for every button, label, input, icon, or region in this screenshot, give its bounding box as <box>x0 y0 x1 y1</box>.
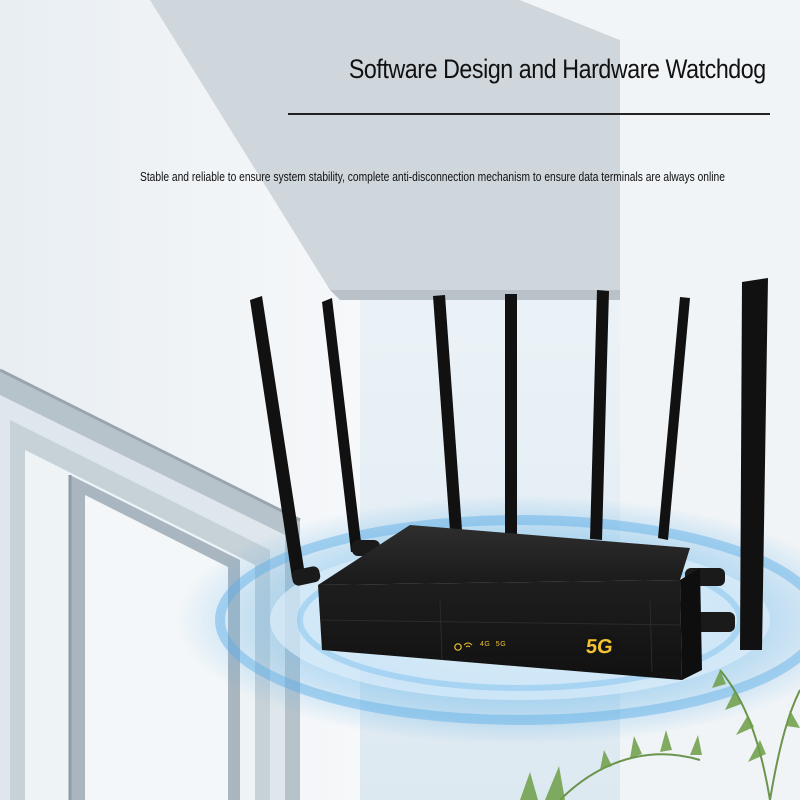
router-indicator-labels: 4G 5G <box>480 641 506 648</box>
indicator-5g-label: 5G <box>495 641 507 648</box>
indicator-4g-label: 4G <box>480 641 491 648</box>
title-divider <box>288 113 770 115</box>
router-5g-badge: 5G <box>584 636 614 658</box>
router-body <box>318 525 702 680</box>
page-title: Software Design and Hardware Watchdog <box>349 54 766 84</box>
page-subtitle: Stable and reliable to ensure system sta… <box>140 170 725 184</box>
